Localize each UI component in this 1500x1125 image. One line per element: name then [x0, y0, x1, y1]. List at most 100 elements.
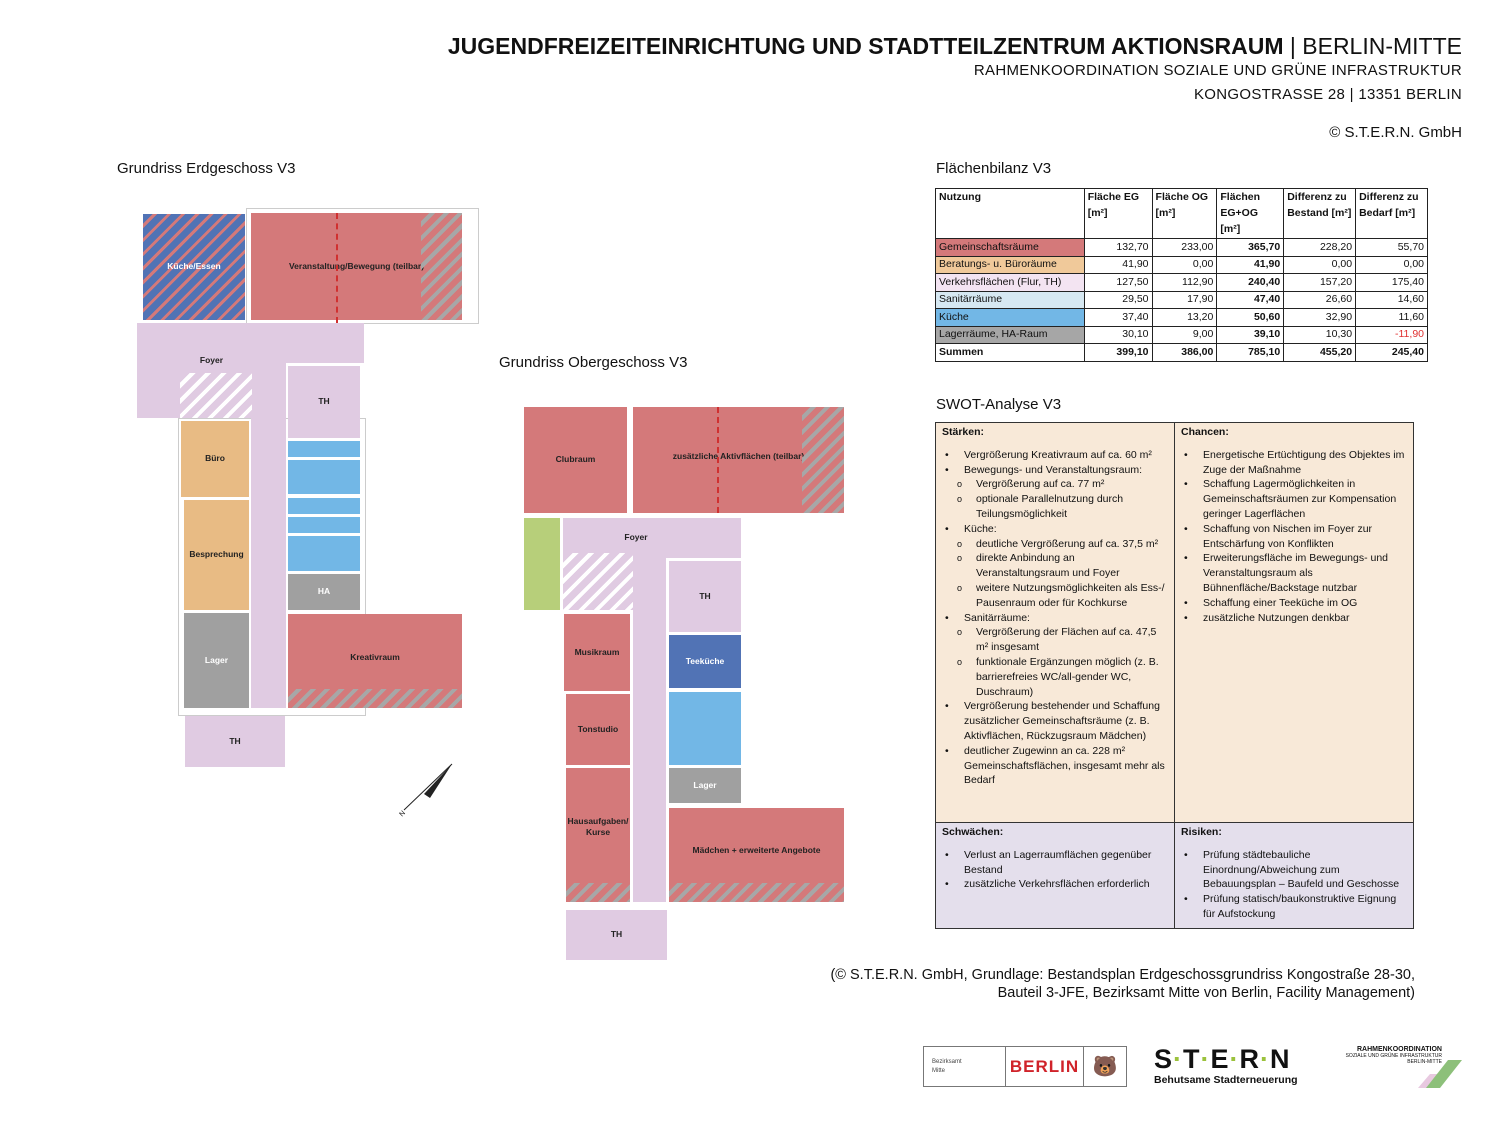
north-label: N	[398, 810, 407, 819]
corridor	[251, 418, 286, 708]
cell-value: 11,60	[1355, 308, 1428, 327]
swot-item: Schaffung von Nischen im Foyer zur Entsc…	[1181, 522, 1407, 552]
room-besprechung: Besprechung	[184, 500, 249, 610]
cell-value: 9,00	[1151, 325, 1218, 345]
row-label: Gemeinschaftsräume	[935, 238, 1085, 257]
column-header: Differenz zu Bestand [m²]	[1283, 187, 1357, 240]
room-kueche: Küche/Essen	[143, 214, 245, 320]
og-title: Grundriss Obergeschoss V3	[499, 354, 688, 371]
hatch	[802, 407, 844, 513]
swot-item: deutlicher Zugewinn an ca. 228 m² Gemein…	[942, 744, 1169, 788]
column-header: Fläche OG [m²]	[1151, 187, 1218, 240]
room-hausaufgaben: Hausaufgaben/ Kurse	[566, 768, 630, 902]
cell-value: 29,50	[1083, 290, 1153, 310]
cell-value: 157,20	[1283, 273, 1357, 292]
column-header: Flächen EG+OG [m²]	[1216, 187, 1285, 240]
swot-item: Erweiterungsfläche im Bewegungs- und Ver…	[1181, 551, 1407, 595]
room-sanitary	[288, 517, 360, 533]
swot-item: Schaffung Lagermöglichkeiten in Gemeinsc…	[1181, 477, 1407, 521]
swot-chancen: Chancen: Energetische Ertüchtigung des Ob…	[1174, 422, 1414, 824]
cell-value: 175,40	[1355, 273, 1428, 292]
room-ha: HA	[288, 574, 360, 610]
cell-value: 41,90	[1083, 255, 1153, 275]
swot-risiken: Risiken:Prüfung städtebauliche Einordnun…	[1174, 822, 1414, 929]
row-label: Küche	[935, 308, 1085, 327]
berlin-bear-icon: 🐻	[1092, 1056, 1118, 1078]
north-arrow-icon: N	[398, 763, 453, 819]
address: KONGOSTRASSE 28 | 13351 BERLIN	[1193, 86, 1462, 103]
cell-value: 41,90	[1216, 255, 1285, 275]
swot-item: direkte Anbindung an Veranstaltungsraum …	[942, 551, 1169, 581]
hatch	[566, 883, 630, 902]
cell-value: 47,40	[1216, 290, 1285, 310]
eg-title: Grundriss Erdgeschoss V3	[117, 160, 296, 177]
cell-value: -11,90	[1355, 325, 1428, 345]
swot-item: Sanitärräume:	[942, 611, 1169, 626]
corridor	[633, 555, 666, 902]
cell-value: 399,10	[1083, 343, 1153, 362]
rahmenkoordination-logo: RAHMENKOORDINATION SOZIALE UND GRÜNE INF…	[1330, 1046, 1462, 1088]
cell-value: 785,10	[1216, 343, 1285, 362]
stern-logo: S·T·E·R·N Behutsame Stadterneuerung	[1154, 1044, 1298, 1086]
swot-staerken: Stärken: Vergrößerung Kreativraum auf ca.…	[935, 422, 1176, 824]
cell-value: 10,30	[1283, 325, 1357, 345]
cell-value: 132,70	[1083, 238, 1153, 257]
swot-item: Bewegungs- und Veranstaltungsraum:	[942, 463, 1169, 478]
rk-stripes-icon	[1418, 1060, 1462, 1088]
row-label: Summen	[935, 343, 1085, 362]
cell-value: 50,60	[1216, 308, 1285, 327]
swot-item: Küche:	[942, 522, 1169, 537]
foyer-extension	[286, 323, 364, 363]
row-label: Lagerräume, HA-Raum	[935, 325, 1085, 345]
swot-item: Schaffung einer Teeküche im OG	[1181, 596, 1407, 611]
swot-item: deutliche Vergrößerung auf ca. 37,5 m²	[942, 537, 1169, 552]
cell-value: 39,10	[1216, 325, 1285, 345]
cell-value: 30,10	[1083, 325, 1153, 345]
swot-item: Vergrößerung der Flächen auf ca. 47,5 m²…	[942, 625, 1169, 655]
row-label: Beratungs- u. Büroräume	[935, 255, 1085, 275]
cell-value: 386,00	[1151, 343, 1218, 362]
room-clubraum: Clubraum	[524, 407, 627, 513]
swot-title: SWOT-Analyse V3	[936, 396, 1062, 413]
row-label: Verkehrsflächen (Flur, TH)	[935, 273, 1085, 292]
room-lager: Lager	[669, 768, 741, 803]
swot-item: weitere Nutzungsmöglichkeiten als Ess-/ …	[942, 581, 1169, 611]
room-sanitary	[669, 692, 741, 765]
room-th: TH	[288, 366, 360, 438]
swot-item: optionale Parallelnutzung durch Teilungs…	[942, 492, 1169, 522]
swot-item: Prüfung statisch/baukonstruktive Eignung…	[1181, 892, 1407, 922]
swot-item: Verlust an Lagerraumflächen gegenüber Be…	[942, 848, 1169, 878]
swot-item: Energetische Ertüchtigung des Objektes i…	[1181, 448, 1407, 478]
swot-heading: Stärken:	[942, 426, 985, 438]
room-sanitary	[288, 536, 360, 571]
cell-value: 245,40	[1355, 343, 1428, 362]
cell-value: 17,90	[1151, 290, 1218, 310]
partition-line	[336, 213, 338, 323]
row-label: Sanitärräume	[935, 290, 1085, 310]
swot-item: funktionale Ergänzungen möglich (z. B. b…	[942, 655, 1169, 699]
cell-value: 37,40	[1083, 308, 1153, 327]
cell-value: 455,20	[1283, 343, 1357, 362]
swot-item: zusätzliche Nutzungen denkbar	[1181, 611, 1407, 626]
column-header: Fläche EG [m²]	[1083, 187, 1153, 240]
room-musikraum: Musikraum	[564, 614, 630, 691]
partition-line	[717, 407, 719, 513]
column-header: Nutzung	[935, 187, 1085, 240]
swot-heading: Chancen:	[1181, 426, 1229, 438]
green-area	[524, 518, 560, 610]
page-title: JUGENDFREIZEITEINRICHTUNG UND STADTTEILZ…	[447, 33, 1462, 59]
swot-item: Vergrößerung bestehender und Schaffung z…	[942, 699, 1169, 743]
swot-heading: Schwächen:	[942, 826, 1004, 838]
cell-value: 13,20	[1151, 308, 1218, 327]
swot-item: Vergrößerung Kreativraum auf ca. 60 m²	[942, 448, 1169, 463]
hatch	[669, 883, 844, 902]
room-th: TH	[566, 910, 667, 960]
cell-value: 233,00	[1151, 238, 1218, 257]
cell-value: 228,20	[1283, 238, 1357, 257]
